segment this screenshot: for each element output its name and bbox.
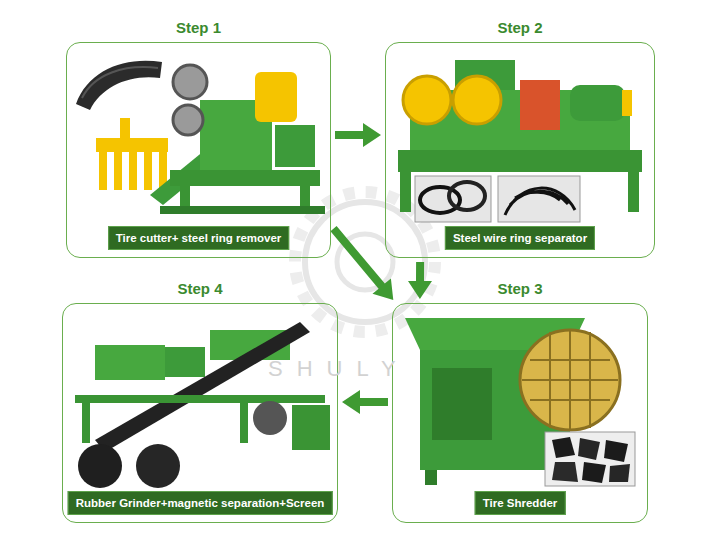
caption-box: Tire cutter+ steel ring remover (108, 226, 290, 250)
cutting-wheel (173, 65, 207, 99)
grinder (95, 345, 165, 380)
frame-leg (240, 403, 248, 443)
frame (75, 395, 325, 403)
tire-segment (76, 61, 162, 110)
machine-leg (400, 172, 411, 212)
floor-frame (160, 206, 325, 214)
caption-box: Tire Shredder (475, 491, 566, 515)
step-panel: Step 2Steel wire ring separator (385, 42, 655, 258)
rubber-chip (552, 437, 575, 458)
screen-bin (292, 405, 330, 450)
gearbox (520, 80, 560, 130)
step-label: Step 4 (63, 280, 337, 297)
claw-tine (114, 150, 122, 190)
motor (570, 85, 625, 121)
ring-separator-machine (398, 60, 642, 222)
tire-tread (82, 67, 158, 98)
caption-text: Tire Shredder (483, 496, 558, 510)
steel-wire (505, 188, 575, 215)
ring-photo (415, 176, 491, 222)
caption-text: Tire cutter+ steel ring remover (116, 231, 282, 245)
drive-drum (520, 330, 620, 430)
machine-leg (425, 470, 437, 485)
rubber-powder (136, 444, 180, 488)
yellow-drum (453, 76, 501, 124)
machine-base (398, 150, 642, 172)
frame-leg (82, 403, 90, 443)
step-panel: Step 4Rubber Grinder+magnetic separation… (62, 303, 338, 523)
claw-tine (99, 150, 107, 190)
flow-arrow (408, 262, 432, 299)
motor (165, 347, 205, 377)
machine-leg (628, 172, 639, 212)
rubber-powder (78, 444, 122, 488)
side-panel (432, 368, 492, 440)
tire-shredder-machine (405, 318, 635, 486)
conveyor-belt (95, 322, 310, 452)
rubber-chip (604, 440, 628, 462)
machine-leg (180, 186, 190, 208)
magnetic-drum (253, 401, 287, 435)
flow-arrow (335, 123, 381, 147)
claw-handle (120, 118, 130, 140)
yellow-drum (403, 76, 451, 124)
steel-ring (420, 187, 460, 213)
rubber-chip (582, 462, 606, 483)
step-label: Step 3 (393, 280, 647, 297)
step-panel: Step 1Tire cutter+ steel ring remover (66, 42, 331, 258)
caption-box: Steel wire ring separator (445, 226, 595, 250)
step-panel: Step 3Tire Shredder (392, 303, 648, 523)
flow-arrow (342, 390, 388, 414)
steel-ring (449, 182, 485, 210)
machine-leg (300, 186, 310, 208)
tire-cutter-machine (76, 61, 325, 214)
chip-photo (545, 432, 635, 486)
motor-cover (255, 72, 297, 122)
gear-ring (305, 202, 425, 322)
rubber-chip (609, 464, 630, 482)
caption-text: Steel wire ring separator (453, 231, 587, 245)
machine-base (170, 170, 320, 186)
flow-arrow (331, 226, 394, 300)
claw-tine (144, 150, 152, 190)
caption-text: Rubber Grinder+magnetic separation+Scree… (76, 496, 325, 510)
rubber-grinder-line (75, 322, 330, 488)
wire-photo (498, 176, 580, 222)
claw-frame (96, 138, 168, 152)
step-label: Step 2 (386, 19, 654, 36)
cutting-wheel (173, 105, 203, 135)
rubber-chip (578, 438, 600, 460)
step-label: Step 1 (67, 19, 330, 36)
motor (275, 125, 315, 167)
drum-grid (522, 330, 618, 430)
motor-end (622, 90, 632, 116)
rubber-chip (552, 462, 578, 482)
claw-tine (129, 150, 137, 190)
watermark: SHULY (268, 356, 410, 382)
caption-box: Rubber Grinder+magnetic separation+Scree… (68, 491, 333, 515)
